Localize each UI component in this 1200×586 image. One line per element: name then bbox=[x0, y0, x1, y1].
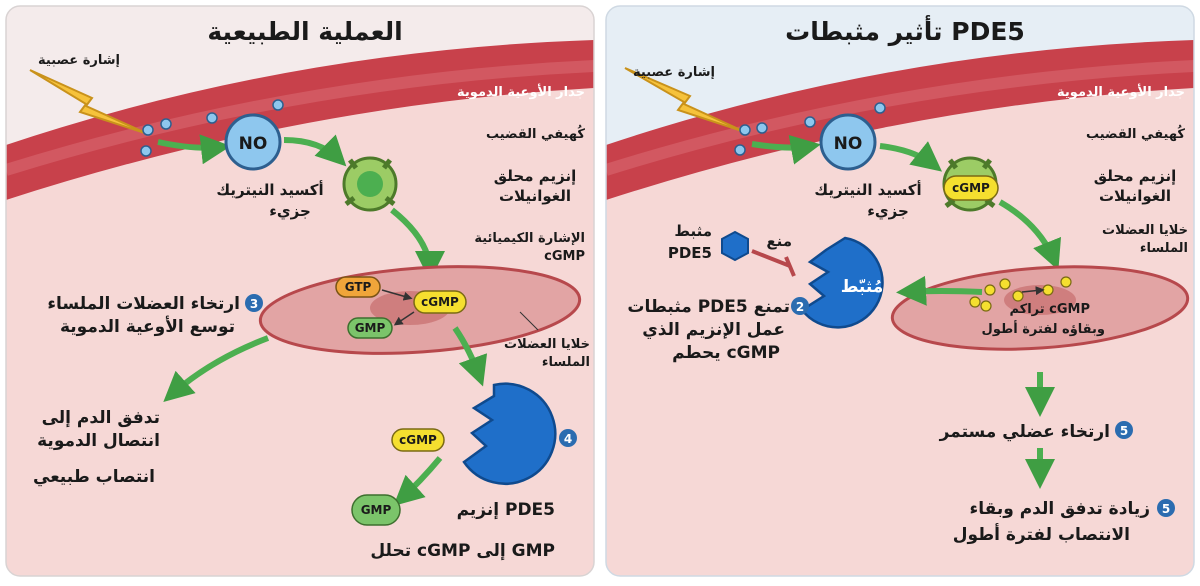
right-vessel-wall: جدار الأوعية الدموية bbox=[1057, 83, 1185, 100]
gtp-label: GTP bbox=[345, 280, 372, 294]
accum-text-2: وبقاؤه لفترة أطول bbox=[982, 320, 1105, 337]
right-cavernosum: كُهيفي القضيب bbox=[1086, 124, 1185, 142]
step3-badge: 3 bbox=[250, 297, 258, 311]
no-dots bbox=[140, 99, 284, 157]
gmp-pill-2 bbox=[351, 494, 401, 526]
no-molecule-icon-right bbox=[819, 113, 877, 171]
right-no-text-2: جزيء bbox=[867, 202, 909, 221]
right-enzyme-1: إنزيم محلق bbox=[1094, 167, 1176, 185]
step2-badge: 2 bbox=[796, 300, 804, 314]
right-no-text-1: أكسيد النيتريك bbox=[814, 180, 921, 199]
no-label-right: NO bbox=[834, 134, 863, 154]
pde5-enzyme-icon bbox=[462, 382, 557, 485]
left-panel: NO العملية الطبيعية إشارة عصبية جدار الأ… bbox=[6, 6, 594, 576]
right-cells-1: خلايا العضلات bbox=[1102, 223, 1188, 238]
breakdown-text: تحلل cGMP إلى GMP bbox=[370, 541, 555, 561]
right-nerve-signal: إشارة عصبية bbox=[633, 65, 715, 80]
left-cells-2: الملساء bbox=[542, 355, 590, 370]
pde5-label: إنزيم PDE5 bbox=[457, 500, 555, 520]
no-dots-right bbox=[734, 102, 886, 156]
left-vessel-wall: جدار الأوعية الدموية bbox=[457, 83, 585, 100]
left-cavernosum: كُهيفي القضيب bbox=[486, 124, 585, 142]
cgmp-label-right: cGMP bbox=[952, 181, 990, 195]
right-cells-2: الملساء bbox=[1140, 241, 1188, 256]
flow-text-2: انتصال الدموية bbox=[37, 431, 160, 451]
step3-text-1: ارتخاء العضلات الملساء bbox=[47, 294, 240, 314]
accum-text-1: تراكم cGMP bbox=[1009, 302, 1090, 317]
cgmp-pill bbox=[413, 290, 467, 314]
left-enzyme-1: إنزيم محلق bbox=[494, 167, 576, 185]
step3-text-2: توسع الأوعية الدموية bbox=[60, 316, 235, 337]
cgmp-pill-2 bbox=[391, 428, 445, 452]
step5b-text-2: الانتصاب لفترة أطول bbox=[953, 523, 1130, 545]
left-signal-1: الإشارة الكيميائية bbox=[474, 231, 585, 246]
right-panel: NO cGMP تأثير مثبطات PDE5 إشارة عصبية جد… bbox=[606, 6, 1194, 576]
gmp-pill bbox=[347, 317, 393, 339]
step2-text-1: مثبطات PDE5 تمنع bbox=[627, 297, 790, 317]
left-enzyme-2: الغوانيلات bbox=[499, 187, 571, 205]
flow-text-1: تدفق الدم إلى bbox=[42, 408, 160, 428]
step2-text-3: يحطم cGMP bbox=[672, 343, 780, 363]
right-title: تأثير مثبطات PDE5 bbox=[785, 15, 1025, 47]
cgmp-label-2: cGMP bbox=[399, 433, 437, 447]
erection-text: انتصاب طبيعي bbox=[33, 467, 155, 487]
cgmp-accumulation bbox=[969, 276, 1072, 312]
left-signal-2: cGMP bbox=[544, 249, 585, 264]
step5a-text: ارتخاء عضلي مستمر bbox=[939, 422, 1110, 442]
no-label: NO bbox=[239, 134, 268, 154]
step4-badge: 4 bbox=[564, 432, 572, 446]
no-molecule-icon bbox=[224, 113, 282, 171]
guanylate-cyclase-icon bbox=[342, 156, 398, 212]
gtp-pill bbox=[335, 276, 381, 298]
step5a-badge: 5 bbox=[1120, 424, 1128, 438]
gmp-label-2: GMP bbox=[361, 503, 392, 517]
left-no-text-1: أكسيد النيتريك bbox=[216, 180, 323, 199]
penile-tissue-right bbox=[606, 88, 1194, 576]
pde5-inhibitor-icon bbox=[721, 230, 749, 262]
inhibitor-text-2: PDE5 bbox=[668, 244, 712, 262]
inhibited-label: مُثبّط bbox=[841, 277, 884, 297]
left-no-text-2: جزيء bbox=[269, 202, 311, 221]
cgmp-pill-right bbox=[943, 175, 999, 201]
cgmp-label: cGMP bbox=[421, 295, 459, 309]
left-title: العملية الطبيعية bbox=[207, 17, 402, 46]
gmp-label: GMP bbox=[355, 321, 386, 335]
step5b-badge: 5 bbox=[1162, 502, 1170, 516]
step2-text-2: عمل الإنزيم الذي bbox=[642, 320, 785, 340]
inhibitor-text-1: مثبط bbox=[674, 222, 712, 240]
left-nerve-signal: إشارة عصبية bbox=[38, 53, 120, 68]
step5b-text-1: زيادة تدفق الدم وبقاء bbox=[970, 499, 1150, 519]
right-enzyme-2: الغوانيلات bbox=[1099, 187, 1171, 205]
block-text: منع bbox=[766, 232, 792, 250]
left-cells-1: خلايا العضلات bbox=[504, 337, 590, 352]
